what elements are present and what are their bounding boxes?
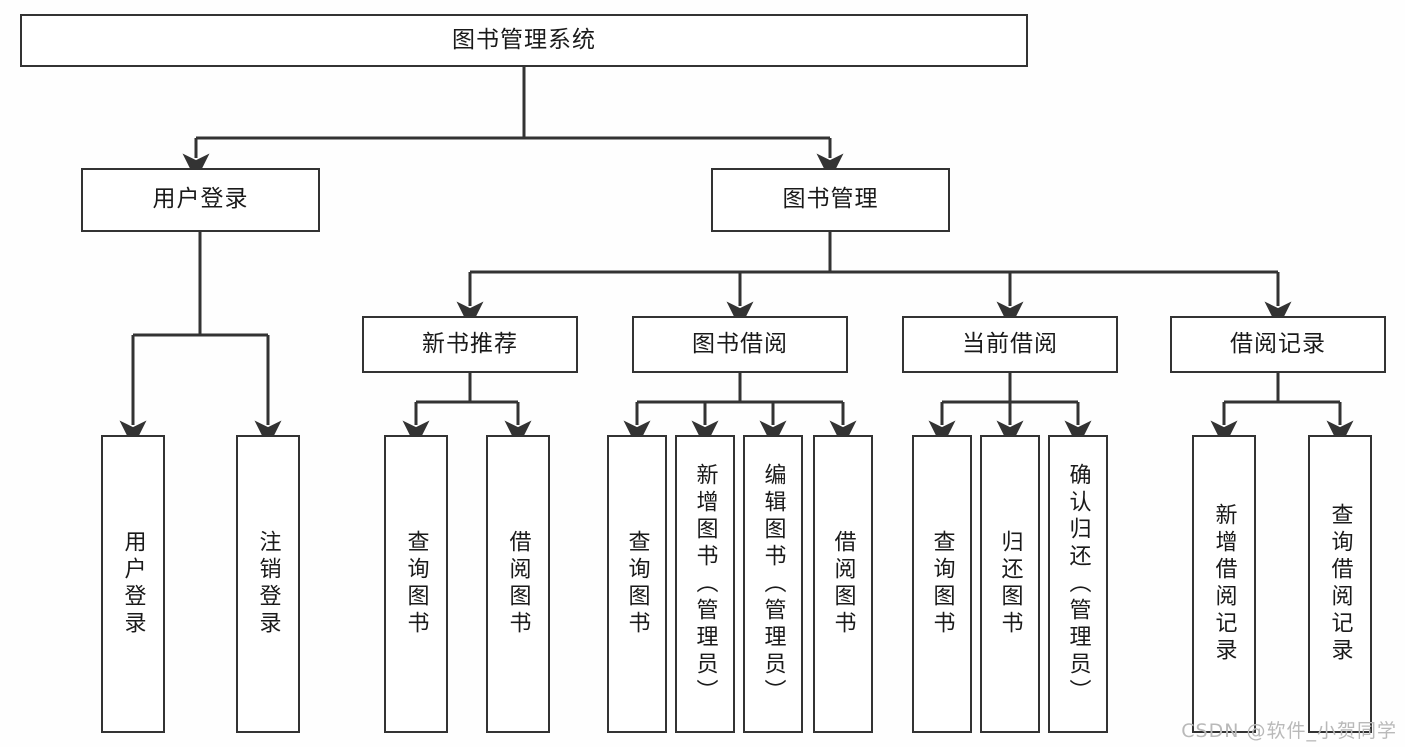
leaf-user-login-label: 用户登录 [120, 530, 146, 638]
node-new-book-recommend-label: 新书推荐 [422, 330, 518, 357]
node-root-system[interactable]: 图书管理系统 [20, 14, 1028, 67]
leaf-current-confirm-return-admin-label: 确认归还（管理员） [1065, 462, 1091, 706]
leaf-record-query-record-label: 查询借阅记录 [1327, 503, 1353, 665]
leaf-newbook-query-book-label: 查询图书 [403, 530, 429, 638]
leaf-borrow-query-book-label: 查询图书 [624, 530, 650, 638]
node-borrow-record-label: 借阅记录 [1230, 330, 1326, 357]
node-book-borrow[interactable]: 图书借阅 [632, 316, 848, 373]
node-new-book-recommend[interactable]: 新书推荐 [362, 316, 578, 373]
leaf-borrow-add-book-admin-label: 新增图书（管理员） [692, 462, 718, 706]
node-borrow-record[interactable]: 借阅记录 [1170, 316, 1386, 373]
node-book-management[interactable]: 图书管理 [711, 168, 950, 232]
node-book-management-label: 图书管理 [782, 186, 879, 213]
leaf-logout-login-label: 注销登录 [255, 530, 281, 638]
leaf-borrow-query-book[interactable]: 查询图书 [607, 435, 667, 733]
leaf-borrow-edit-book-admin[interactable]: 编辑图书（管理员） [743, 435, 803, 733]
node-book-borrow-label: 图书借阅 [692, 330, 788, 357]
leaf-borrow-borrow-book[interactable]: 借阅图书 [813, 435, 873, 733]
leaf-current-return-book[interactable]: 归还图书 [980, 435, 1040, 733]
leaf-borrow-borrow-book-label: 借阅图书 [830, 530, 856, 638]
leaf-newbook-borrow-book[interactable]: 借阅图书 [486, 435, 550, 733]
leaf-current-query-book[interactable]: 查询图书 [912, 435, 972, 733]
leaf-logout-login[interactable]: 注销登录 [236, 435, 300, 733]
leaf-current-return-book-label: 归还图书 [997, 530, 1023, 638]
leaf-newbook-borrow-book-label: 借阅图书 [505, 530, 531, 638]
leaf-borrow-edit-book-admin-label: 编辑图书（管理员） [760, 462, 786, 706]
leaf-record-add-record[interactable]: 新增借阅记录 [1192, 435, 1256, 733]
leaf-user-login[interactable]: 用户登录 [101, 435, 165, 733]
leaf-current-query-book-label: 查询图书 [929, 530, 955, 638]
leaf-record-query-record[interactable]: 查询借阅记录 [1308, 435, 1372, 733]
node-root-system-label: 图书管理系统 [452, 26, 596, 53]
node-user-login[interactable]: 用户登录 [81, 168, 320, 232]
node-current-borrow-label: 当前借阅 [962, 330, 1058, 357]
node-current-borrow[interactable]: 当前借阅 [902, 316, 1118, 373]
leaf-borrow-add-book-admin[interactable]: 新增图书（管理员） [675, 435, 735, 733]
leaf-newbook-query-book[interactable]: 查询图书 [384, 435, 448, 733]
csdn-watermark: CSDN @软件_小贺同学 [1181, 720, 1397, 742]
node-user-login-label: 用户登录 [152, 186, 249, 213]
leaf-current-confirm-return-admin[interactable]: 确认归还（管理员） [1048, 435, 1108, 733]
leaf-record-add-record-label: 新增借阅记录 [1211, 503, 1237, 665]
